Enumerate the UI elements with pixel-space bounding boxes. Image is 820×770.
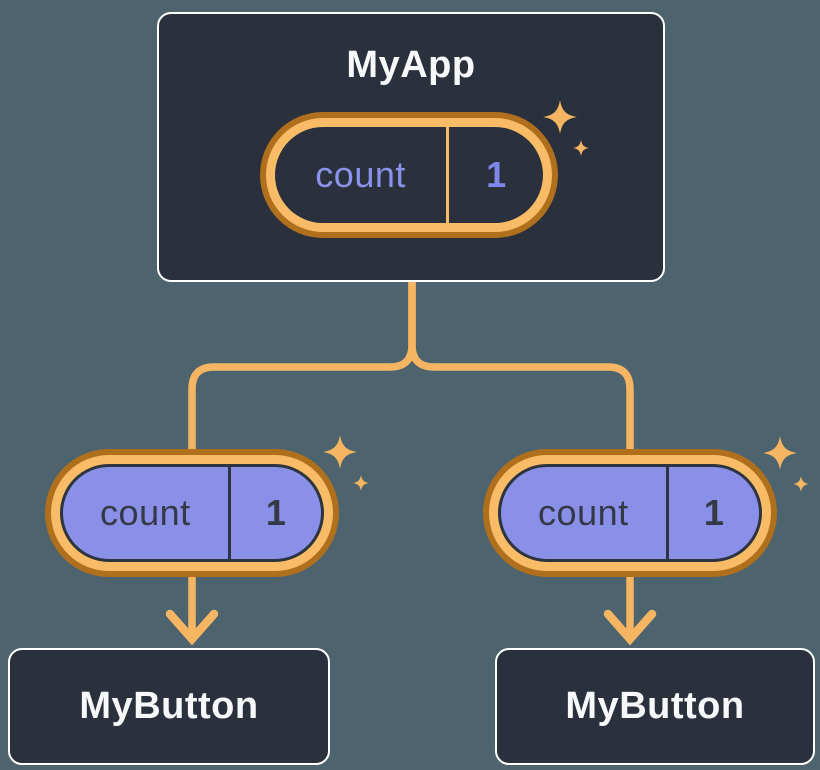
arrow-down-left-icon [165, 609, 219, 646]
prop-pill-left: count 1 [45, 449, 339, 577]
connector-right-branch [408, 281, 634, 640]
sparkle-icon [763, 436, 809, 492]
sparkle-icon [543, 100, 589, 156]
state-pill-label: count [315, 154, 406, 195]
arrow-down-right-icon [603, 609, 657, 646]
child-component-node-right: MyButton [495, 648, 815, 765]
prop-pill-left-label: count [100, 492, 191, 533]
state-pill: count 1 [260, 112, 558, 238]
prop-pill-right: count 1 [483, 449, 777, 577]
root-node-title: MyApp [346, 44, 476, 86]
child-component-node-left: MyButton [8, 648, 330, 765]
state-pill-value: 1 [486, 154, 507, 195]
sparkle-icon [323, 435, 369, 491]
prop-pill-right-label: count [538, 492, 629, 533]
prop-pill-right-value: 1 [703, 492, 724, 533]
child-node-right-title: MyButton [565, 685, 745, 727]
child-node-left-title: MyButton [79, 685, 259, 727]
prop-pill-left-value: 1 [265, 492, 286, 533]
